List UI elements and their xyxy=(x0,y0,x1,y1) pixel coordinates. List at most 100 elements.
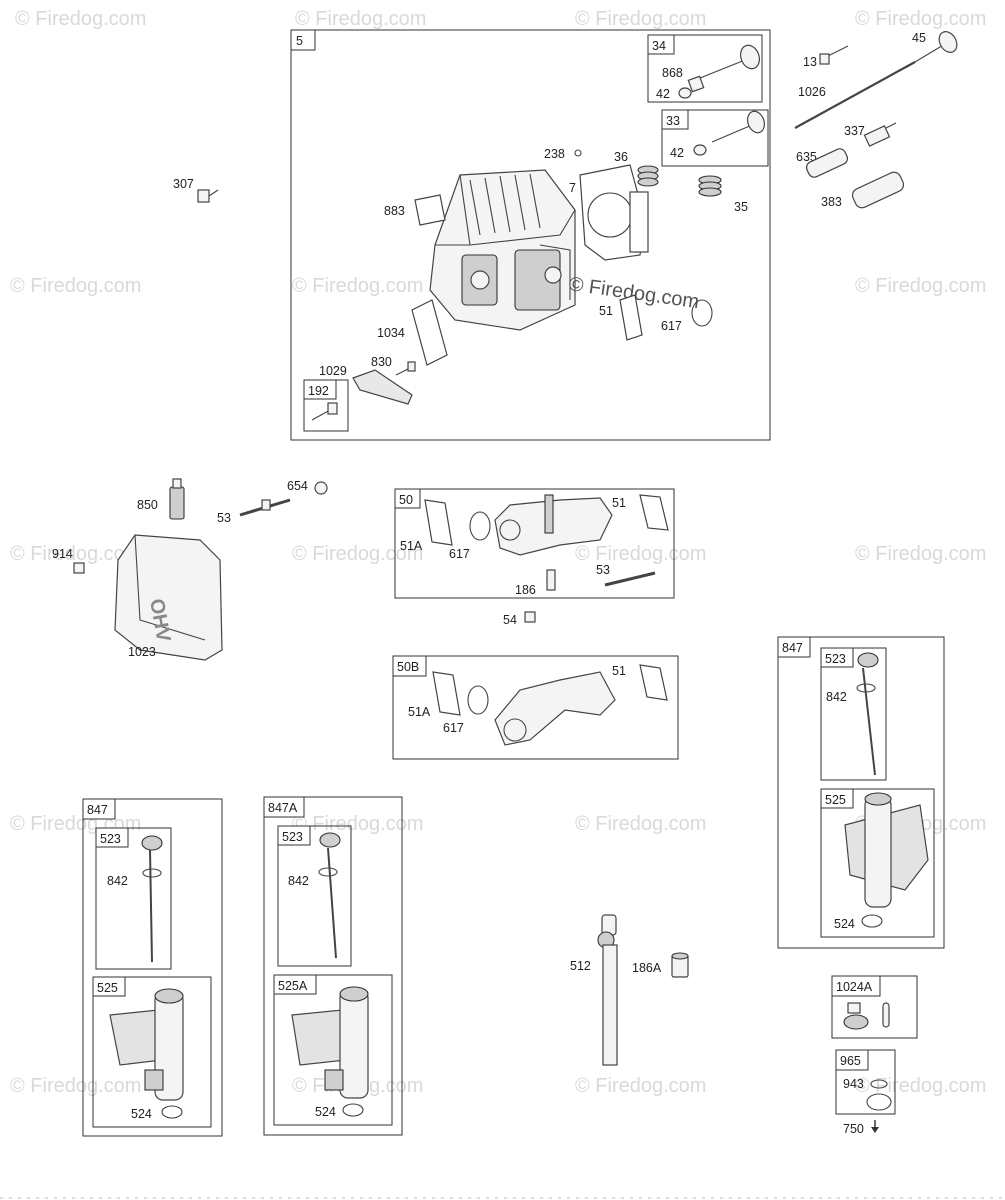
part-label-617[interactable]: 617 xyxy=(661,319,682,333)
intake-manifold-icon xyxy=(494,494,613,556)
part-label-35[interactable]: 35 xyxy=(734,200,748,214)
drain-valve-kit-icon xyxy=(843,1002,890,1030)
group-5-frame xyxy=(290,29,771,441)
part-label-51[interactable]: 51 xyxy=(612,496,626,510)
part-label-617[interactable]: 617 xyxy=(449,547,470,561)
group-525-tag[interactable]: 525 xyxy=(97,981,118,995)
group-525a-tag[interactable]: 525A xyxy=(278,979,308,993)
screw-830-icon xyxy=(395,361,416,376)
part-label-635[interactable]: 635 xyxy=(796,150,817,164)
group-523-tag[interactable]: 523 xyxy=(100,832,121,846)
watermark: © Firedog.com xyxy=(575,8,706,30)
part-label-868[interactable]: 868 xyxy=(662,66,683,80)
group-847-left: 847 523 842 525 524 xyxy=(82,798,223,1137)
pushrod-icon xyxy=(794,61,916,129)
screw-54-icon xyxy=(524,611,536,623)
part-label-1029[interactable]: 1029 xyxy=(319,364,347,378)
group-847-tag[interactable]: 847 xyxy=(87,803,108,817)
head-gasket-icon xyxy=(579,164,646,261)
part-label-53[interactable]: 53 xyxy=(596,563,610,577)
part-label-307[interactable]: 307 xyxy=(173,177,194,191)
group-525a-frame xyxy=(273,974,393,1126)
group-847-frame xyxy=(777,636,945,949)
gasket-51a-icon xyxy=(424,499,453,546)
part-label-54[interactable]: 54 xyxy=(503,613,517,627)
part-label-654[interactable]: 654 xyxy=(287,479,308,493)
group-33-tag[interactable]: 33 xyxy=(666,114,680,128)
group-525-tag[interactable]: 525 xyxy=(825,793,846,807)
part-label-383[interactable]: 383 xyxy=(821,195,842,209)
group-523-tag[interactable]: 523 xyxy=(825,652,846,666)
part-label-512[interactable]: 512 xyxy=(570,959,591,973)
part-label-750[interactable]: 750 xyxy=(843,1122,864,1136)
part-label-42[interactable]: 42 xyxy=(656,87,670,101)
group-1024a-tag[interactable]: 1024A xyxy=(836,980,873,994)
o-ring-524-icon xyxy=(861,914,883,928)
group-847a-tag[interactable]: 847A xyxy=(268,801,298,815)
group-523-tag[interactable]: 523 xyxy=(282,830,303,844)
part-label-1034[interactable]: 1034 xyxy=(377,326,405,340)
screw-307-icon xyxy=(197,189,219,203)
part-label-842[interactable]: 842 xyxy=(107,874,128,888)
watermark: © Firedog.com xyxy=(855,8,986,30)
oil-fill-tube-icon xyxy=(844,792,929,908)
group-847-frame xyxy=(82,798,223,1137)
part-label-914[interactable]: 914 xyxy=(52,547,73,561)
part-label-337[interactable]: 337 xyxy=(844,124,865,138)
part-label-238[interactable]: 238 xyxy=(544,147,565,161)
group-50-tag[interactable]: 50 xyxy=(399,493,413,507)
watermark: © Firedog.com xyxy=(10,275,141,297)
breather-plate-icon xyxy=(411,299,448,366)
group-50-intake: 50 51 51A 617 186 53 xyxy=(394,488,675,599)
part-label-42[interactable]: 42 xyxy=(670,146,684,160)
part-label-883[interactable]: 883 xyxy=(384,204,405,218)
part-label-186[interactable]: 186 xyxy=(515,583,536,597)
part-label-617[interactable]: 617 xyxy=(443,721,464,735)
sealant-cap-icon xyxy=(172,478,182,489)
part-label-524[interactable]: 524 xyxy=(834,917,855,931)
oil-fill-tube-icon xyxy=(291,986,369,1099)
part-label-13[interactable]: 13 xyxy=(803,55,817,69)
o-ring-617-icon xyxy=(469,511,491,541)
part-label-51a[interactable]: 51A xyxy=(408,705,431,719)
group-847-tag[interactable]: 847 xyxy=(782,641,803,655)
o-ring-617-icon xyxy=(467,685,489,715)
drain-tube-icon xyxy=(597,914,618,1066)
part-label-524[interactable]: 524 xyxy=(131,1107,152,1121)
group-847-tag-box xyxy=(777,636,811,658)
group-50b-tag[interactable]: 50B xyxy=(397,660,419,674)
part-label-51[interactable]: 51 xyxy=(612,664,626,678)
group-523-tag-box xyxy=(95,827,129,848)
part-label-7[interactable]: 7 xyxy=(569,181,576,195)
part-label-45[interactable]: 45 xyxy=(912,31,926,45)
group-5-tag[interactable]: 5 xyxy=(296,34,303,48)
part-label-1023[interactable]: 1023 xyxy=(128,645,156,659)
tube-635-icon xyxy=(805,148,849,178)
part-label-51a[interactable]: 51A xyxy=(400,539,423,553)
part-label-850[interactable]: 850 xyxy=(137,498,158,512)
watermark: © Firedog.com xyxy=(575,1075,706,1097)
stud-53-icon xyxy=(604,571,656,587)
part-label-524[interactable]: 524 xyxy=(315,1105,336,1119)
o-ring-943-icon xyxy=(870,1079,888,1089)
group-192-tag[interactable]: 192 xyxy=(308,384,329,398)
part-label-51[interactable]: 51 xyxy=(599,304,613,318)
part-label-53[interactable]: 53 xyxy=(217,511,231,525)
stud-53-icon xyxy=(239,498,291,517)
part-label-36[interactable]: 36 xyxy=(614,150,628,164)
part-label-842[interactable]: 842 xyxy=(288,874,309,888)
group-525-tag-box xyxy=(820,788,854,809)
part-label-943[interactable]: 943 xyxy=(843,1077,864,1091)
screw-914-icon xyxy=(73,562,85,574)
group-965-tag[interactable]: 965 xyxy=(840,1054,861,1068)
group-523-frame xyxy=(277,825,352,967)
part-label-1026[interactable]: 1026 xyxy=(798,85,826,99)
group-1024a-tag-box xyxy=(831,975,881,997)
bracket-1029-icon xyxy=(352,369,413,405)
watermark: © Firedog.com xyxy=(855,275,986,297)
part-label-830[interactable]: 830 xyxy=(371,355,392,369)
part-label-186a[interactable]: 186A xyxy=(632,961,662,975)
part-label-842[interactable]: 842 xyxy=(826,690,847,704)
group-34-tag[interactable]: 34 xyxy=(652,39,666,53)
group-965: 965 943 xyxy=(835,1049,896,1115)
